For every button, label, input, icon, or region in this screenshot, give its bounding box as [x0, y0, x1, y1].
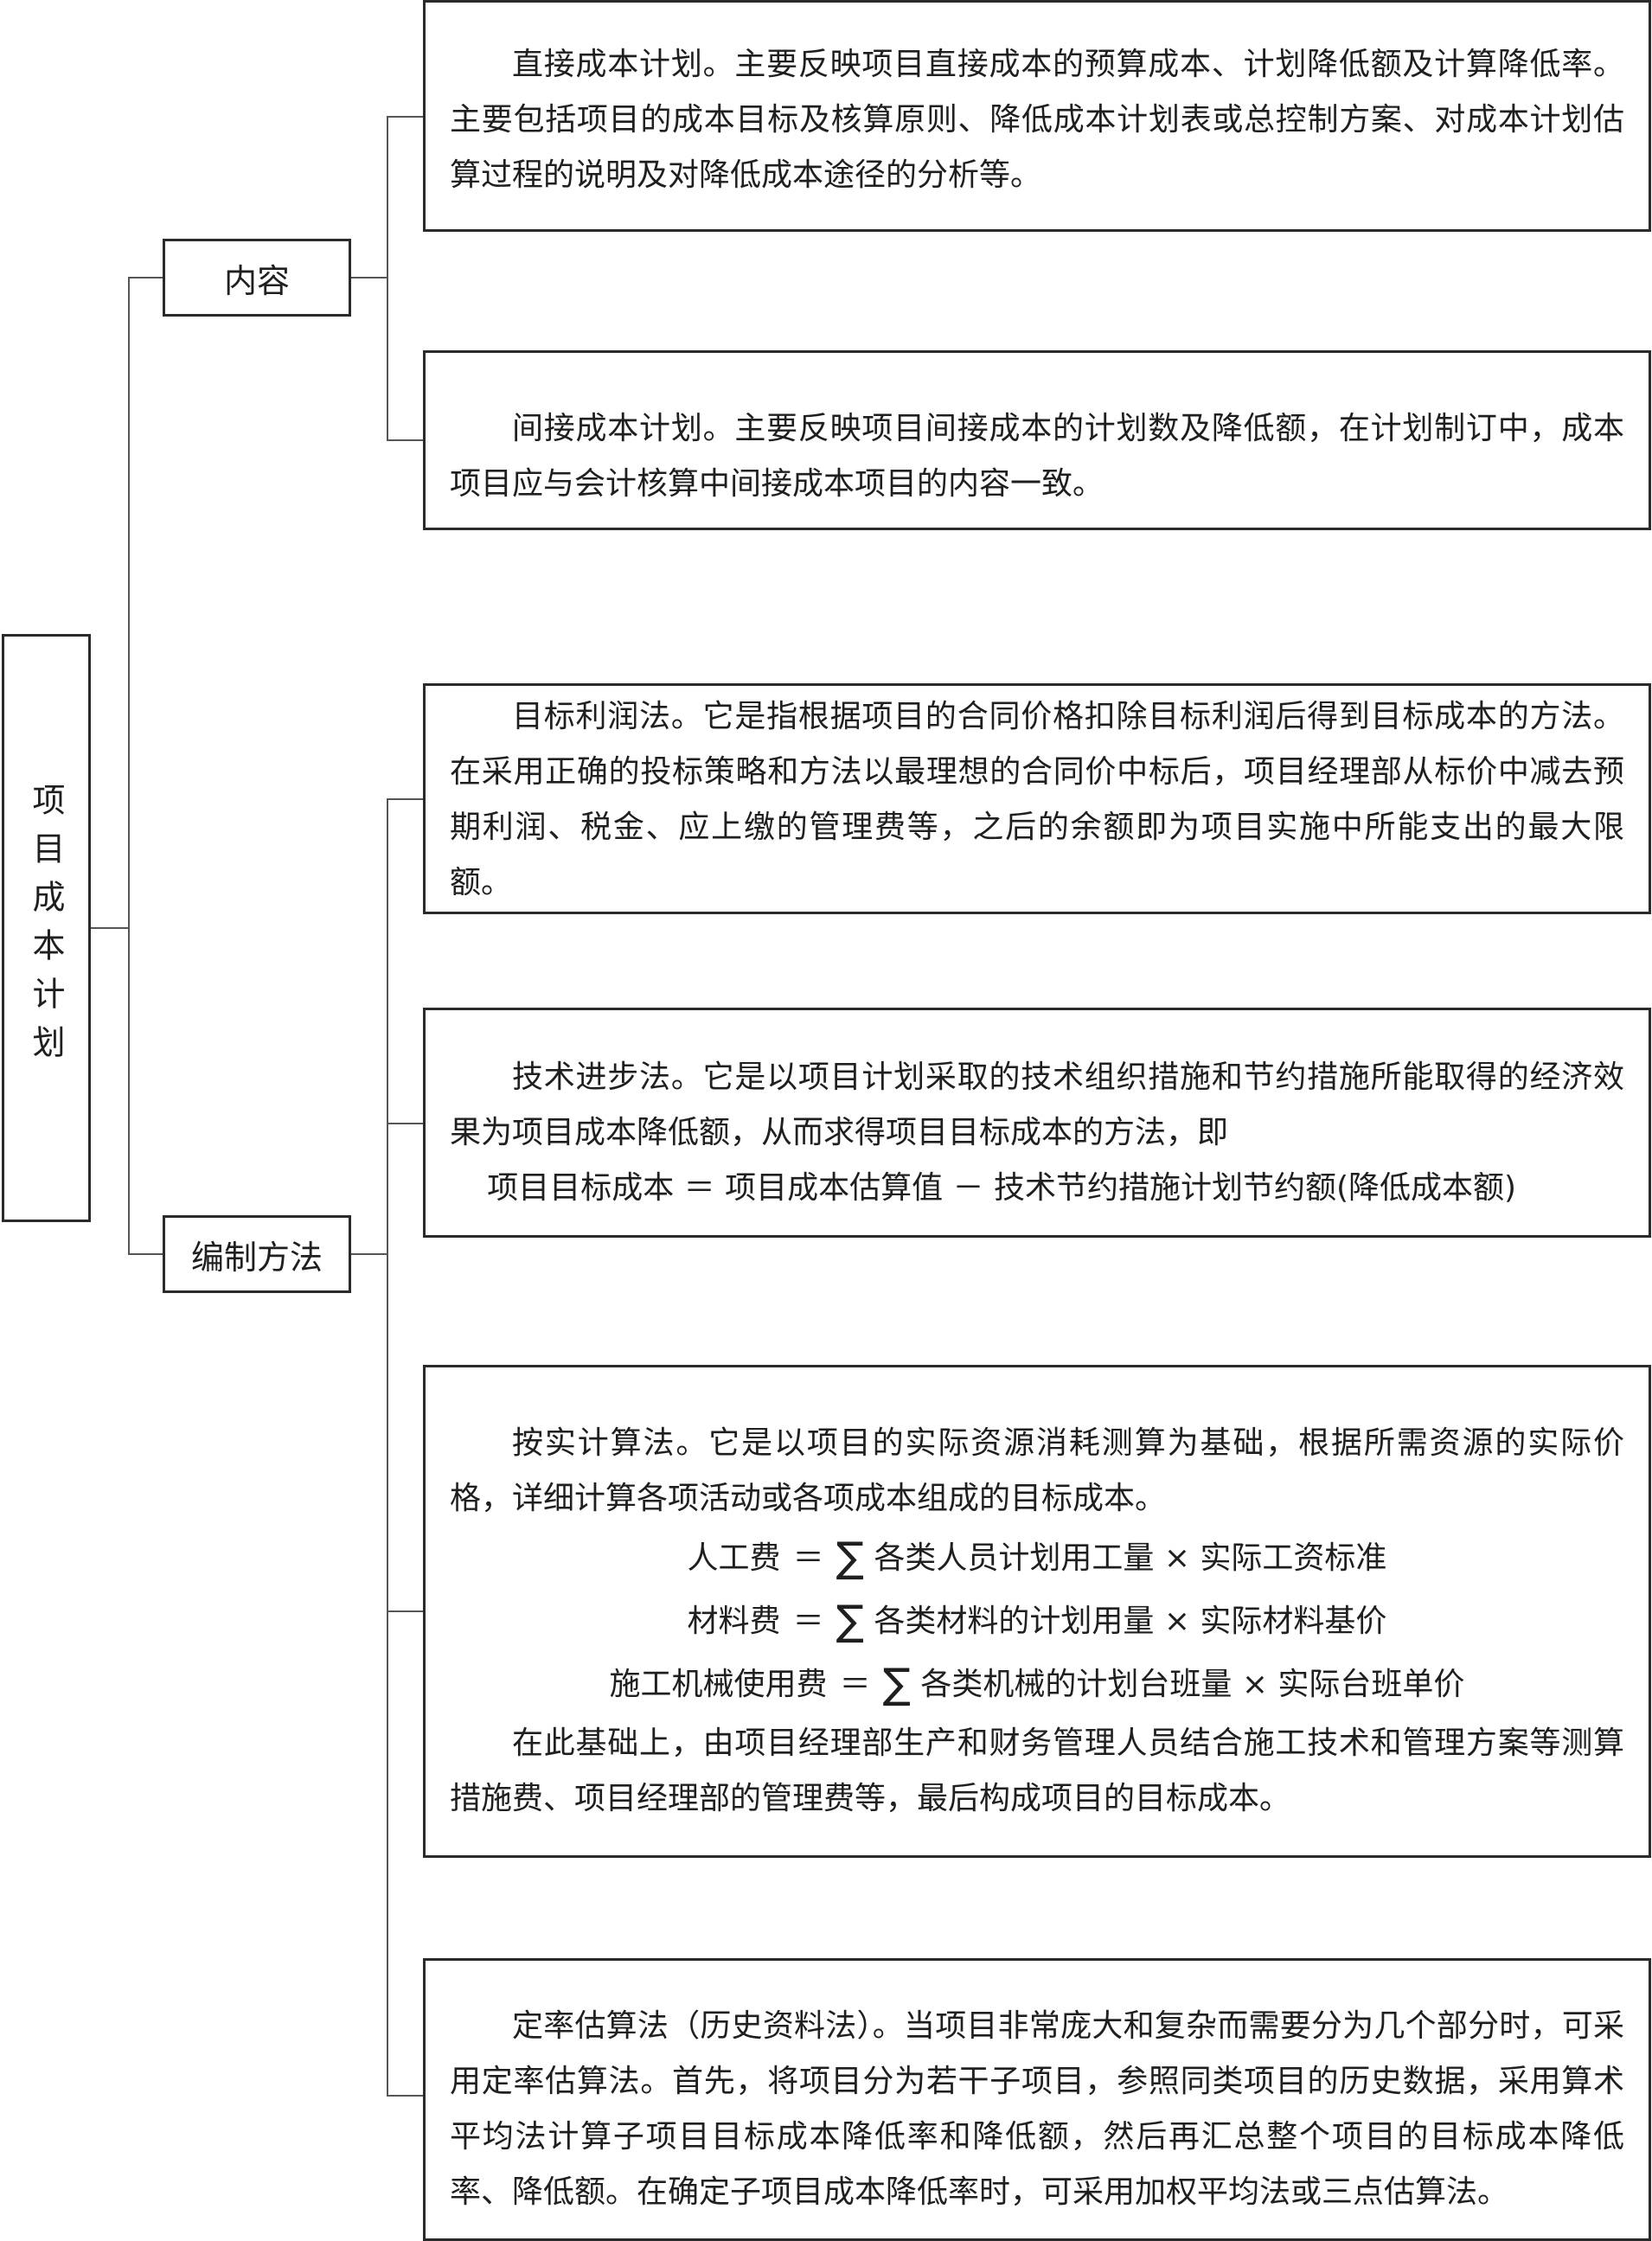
formula-material: 材料费 ＝ ∑ 各类材料的计划用量 × 实际材料基价 [450, 1590, 1624, 1653]
tech-progress-text: 技术进步法。它是以项目计划采取的技术组织措施和节约措施所能取得的经济效果为项目成… [450, 1060, 1624, 1150]
connector-method [128, 1253, 163, 1255]
connector-leaf4 [387, 1123, 423, 1124]
connector-content-out [351, 277, 387, 279]
formula-material-rhs: 各类材料的计划用量 × 实际材料基价 [874, 1604, 1387, 1639]
branch-method-node: 编制方法 [163, 1215, 351, 1293]
leaf-target-profit: 目标利润法。它是指根据项目的合同价格扣除目标利润后得到目标成本的方法。在采用正确… [423, 683, 1651, 914]
connector-root-trunk [128, 277, 130, 1255]
connector-leaf1 [387, 116, 423, 118]
formula-labor-lhs: 人工费 [687, 1540, 781, 1576]
leaf-fixed-rate: 定率估算法（历史资料法）。当项目非常庞大和复杂而需要分为几个部分时，可采用定率估… [423, 1958, 1651, 2241]
formula-machine-lhs: 施工机械使用费 [609, 1667, 828, 1702]
formula-labor: 人工费 ＝ ∑ 各类人员计划用工量 × 实际工资标准 [450, 1527, 1624, 1590]
connector-method-out [351, 1253, 387, 1255]
target-profit-text: 目标利润法。它是指根据项目的合同价格扣除目标利润后得到目标成本的方法。在采用正确… [450, 699, 1624, 900]
connector-leaf5 [387, 1610, 423, 1612]
indirect-cost-text: 间接成本计划。主要反映项目间接成本的计划数及降低额，在计划制订中，成本项目应与会… [450, 411, 1624, 502]
formula-machine-eq: ＝ [839, 1667, 871, 1702]
sigma-icon: ∑ [836, 1533, 864, 1582]
connector-leaf3 [387, 798, 423, 800]
formula-material-lhs: 材料费 [687, 1604, 781, 1639]
leaf-tech-progress: 技术进步法。它是以项目计划采取的技术组织措施和节约措施所能取得的经济效果为项目成… [423, 1008, 1651, 1238]
branch-method-label: 编制方法 [190, 1238, 323, 1277]
branch-content-node: 内容 [163, 239, 351, 317]
root-label: 项目成本计划 [27, 783, 65, 1073]
sigma-icon: ∑ [836, 1597, 864, 1645]
direct-cost-text: 直接成本计划。主要反映项目直接成本的预算成本、计划降低额及计算降低率。主要包括项… [450, 47, 1624, 193]
connector-leaf2 [387, 439, 423, 441]
connector-root [91, 927, 129, 929]
connector-method-trunk [387, 798, 388, 2096]
formula-labor-eq: ＝ [792, 1540, 824, 1576]
sigma-icon: ∑ [882, 1660, 911, 1708]
connector-content-trunk [387, 116, 388, 441]
fixed-rate-text: 定率估算法（历史资料法）。当项目非常庞大和复杂而需要分为几个部分时，可采用定率估… [450, 2008, 1624, 2210]
connector-content [128, 277, 163, 279]
branch-content-label: 内容 [223, 261, 290, 300]
tech-progress-formula: 项目目标成本 ＝ 项目成本估算值 － 技术节约措施计划节约额(降低成本额) [487, 1170, 1517, 1206]
actual-calc-outro: 在此基础上，由项目经理部生产和财务管理人员结合施工技术和管理方案等测算措施费、项… [450, 1726, 1624, 1816]
formula-labor-rhs: 各类人员计划用工量 × 实际工资标准 [874, 1540, 1387, 1576]
connector-leaf6 [387, 2095, 423, 2097]
formula-machine: 施工机械使用费 ＝ ∑ 各类机械的计划台班量 × 实际台班单价 [450, 1653, 1624, 1716]
root-node: 项目成本计划 [2, 634, 91, 1222]
actual-calc-intro: 按实计算法。它是以项目的实际资源消耗测算为基础，根据所需资源的实际价格，详细计算… [450, 1425, 1624, 1516]
formula-machine-rhs: 各类机械的计划台班量 × 实际台班单价 [920, 1667, 1465, 1702]
leaf-direct-cost: 直接成本计划。主要反映项目直接成本的预算成本、计划降低额及计算降低率。主要包括项… [423, 0, 1651, 232]
leaf-actual-calc: 按实计算法。它是以项目的实际资源消耗测算为基础，根据所需资源的实际价格，详细计算… [423, 1365, 1651, 1858]
formula-material-eq: ＝ [792, 1604, 824, 1639]
leaf-indirect-cost: 间接成本计划。主要反映项目间接成本的计划数及降低额，在计划制订中，成本项目应与会… [423, 350, 1651, 530]
